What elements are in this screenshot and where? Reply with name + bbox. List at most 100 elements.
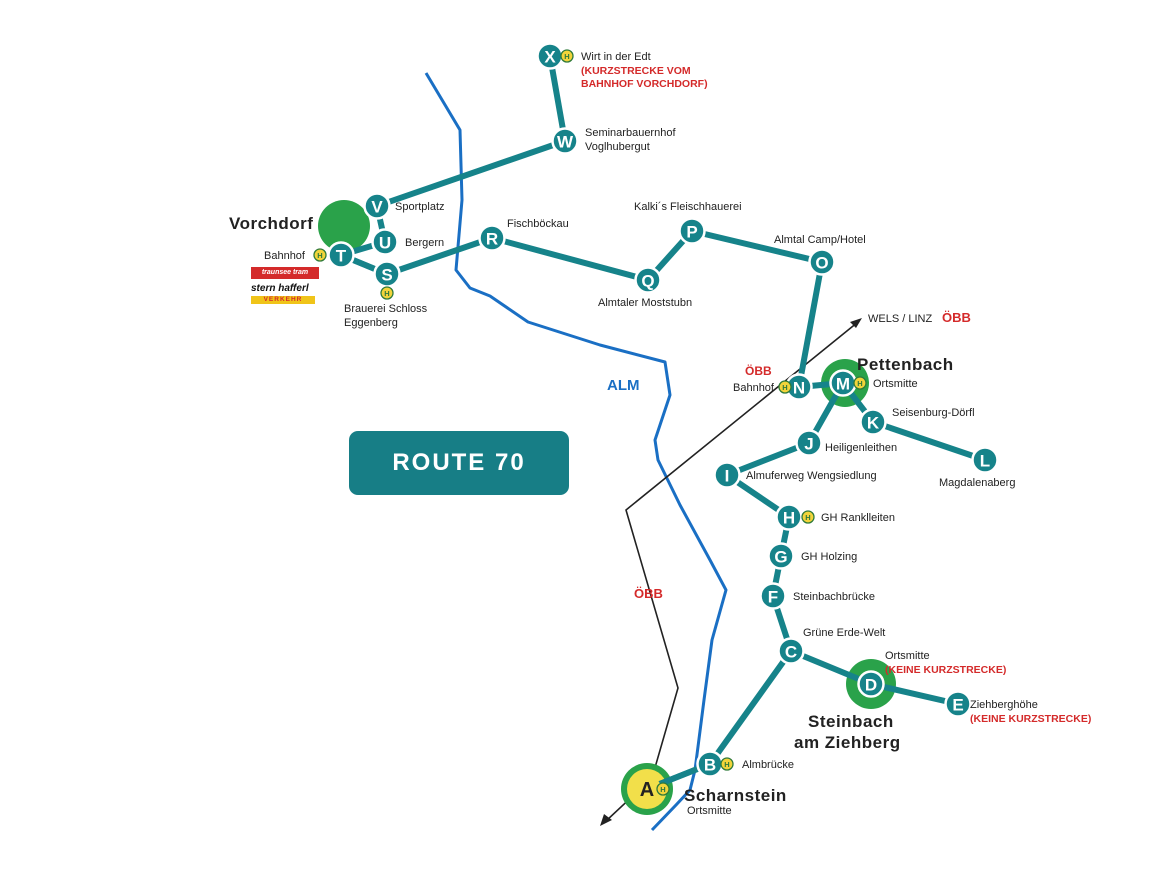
stop-letter: Q	[641, 272, 654, 291]
stop-name: Fischböckau	[507, 218, 569, 230]
stop-sign-a: H	[656, 782, 670, 796]
bus-stop-sign-icon	[720, 757, 734, 771]
stop-marker[interactable]	[777, 637, 805, 665]
stop-letter: W	[557, 133, 574, 152]
stop-letter: V	[371, 198, 383, 217]
stop-name: Bahnhof	[264, 250, 306, 262]
stop-u[interactable]: U Bergern	[371, 228, 445, 256]
bus-stop-sign-letter: H	[724, 760, 729, 769]
logo-traunsee-tram: traunsee tram	[251, 267, 319, 279]
stop-r[interactable]: R Fischböckau	[478, 218, 569, 252]
stop-letter: U	[379, 234, 391, 253]
stop-letter: R	[486, 230, 498, 249]
stop-marker[interactable]	[759, 582, 787, 610]
stop-marker[interactable]	[678, 217, 706, 245]
route-title-badge: ROUTE 70	[349, 431, 569, 495]
stop-v[interactable]: V Sportplatz	[363, 192, 445, 220]
bus-stop-sign-letter: H	[660, 785, 665, 794]
town-name-scharnstein: Scharnstein	[684, 786, 787, 805]
stop-marker[interactable]	[327, 241, 355, 269]
direction-label: WELS / LINZ	[868, 313, 932, 325]
stop-marker[interactable]	[857, 670, 885, 698]
stop-letter: M	[836, 375, 850, 394]
route-segment-d-e	[868, 681, 961, 707]
stop-marker[interactable]	[767, 542, 795, 570]
stop-name: Ziehberghöhe	[970, 699, 1038, 711]
stop-letter: I	[725, 467, 730, 486]
stop-name: Bergern	[405, 237, 444, 249]
stop-note: (KEINE KURZSTRECKE)	[970, 713, 1091, 725]
stop-name: Almbrücke	[742, 759, 794, 771]
stop-letter: K	[867, 414, 880, 433]
town-name-steinbach: Steinbach	[808, 712, 894, 731]
stop-c[interactable]: C Grüne Erde-Welt	[777, 627, 886, 665]
stop-marker[interactable]	[551, 127, 579, 155]
stop-name: Brauerei Schloss	[344, 303, 428, 315]
stop-marker[interactable]	[633, 775, 661, 803]
stop-name: Almuferweg Wengsiedlung	[746, 470, 877, 482]
stop-letter: X	[544, 48, 556, 67]
stop-name: Grüne Erde-Welt	[803, 627, 885, 639]
stop-i[interactable]: I Almuferweg Wengsiedlung	[713, 461, 877, 489]
stop-letter: B	[704, 756, 716, 775]
stop-name: Eggenberg	[344, 317, 398, 329]
stop-letter: L	[980, 452, 990, 471]
stop-marker[interactable]	[363, 192, 391, 220]
town-name-vorchdorf: Vorchdorf	[229, 214, 313, 233]
river-label: ALM	[607, 377, 640, 394]
stop-t[interactable]: T H Bahnhof	[264, 241, 355, 269]
stop-marker[interactable]	[795, 429, 823, 457]
route-segment-k-l	[870, 419, 988, 463]
stop-note: (KURZSTRECKE VOM	[581, 65, 691, 77]
stop-marker[interactable]	[634, 266, 662, 294]
stop-letter: D	[865, 676, 877, 695]
bus-stop-sign-letter: H	[317, 251, 322, 260]
stop-letter: S	[381, 266, 392, 285]
stop-marker[interactable]	[713, 461, 741, 489]
stop-name: Heiligenleithen	[825, 442, 897, 454]
stop-letter: C	[785, 643, 797, 662]
bus-stop-sign-icon	[560, 49, 574, 63]
stop-marker[interactable]	[371, 228, 399, 256]
stop-name: GH Ranklleiten	[821, 512, 895, 524]
stop-sign-x: H	[560, 49, 574, 63]
stop-letter: T	[336, 247, 347, 266]
stop-name: Sportplatz	[395, 201, 445, 213]
stop-marker[interactable]	[478, 224, 506, 252]
stop-sign-t: H	[313, 248, 327, 262]
stop-letter: N	[793, 379, 805, 398]
town-name-pettenbach: Pettenbach	[857, 355, 954, 374]
route-segment-q-r	[489, 235, 651, 283]
stop-letter: O	[815, 254, 828, 273]
stop-name: Bahnhof	[733, 382, 775, 394]
stop-name: Ortsmitte	[687, 805, 732, 817]
stop-marker[interactable]	[944, 690, 972, 718]
stop-marker[interactable]	[808, 248, 836, 276]
stop-marker[interactable]	[859, 408, 887, 436]
town-name-steinbach-line2: am Ziehberg	[794, 733, 901, 752]
bus-stop-sign-letter: H	[782, 383, 787, 392]
stop-name: Kalki´s Fleischhauerei	[634, 201, 742, 213]
route-segment-o-p	[689, 228, 825, 265]
bus-stop-sign-icon	[853, 376, 867, 390]
stop-n[interactable]: NH Bahnhof	[733, 373, 813, 401]
stop-marker[interactable]	[971, 446, 999, 474]
